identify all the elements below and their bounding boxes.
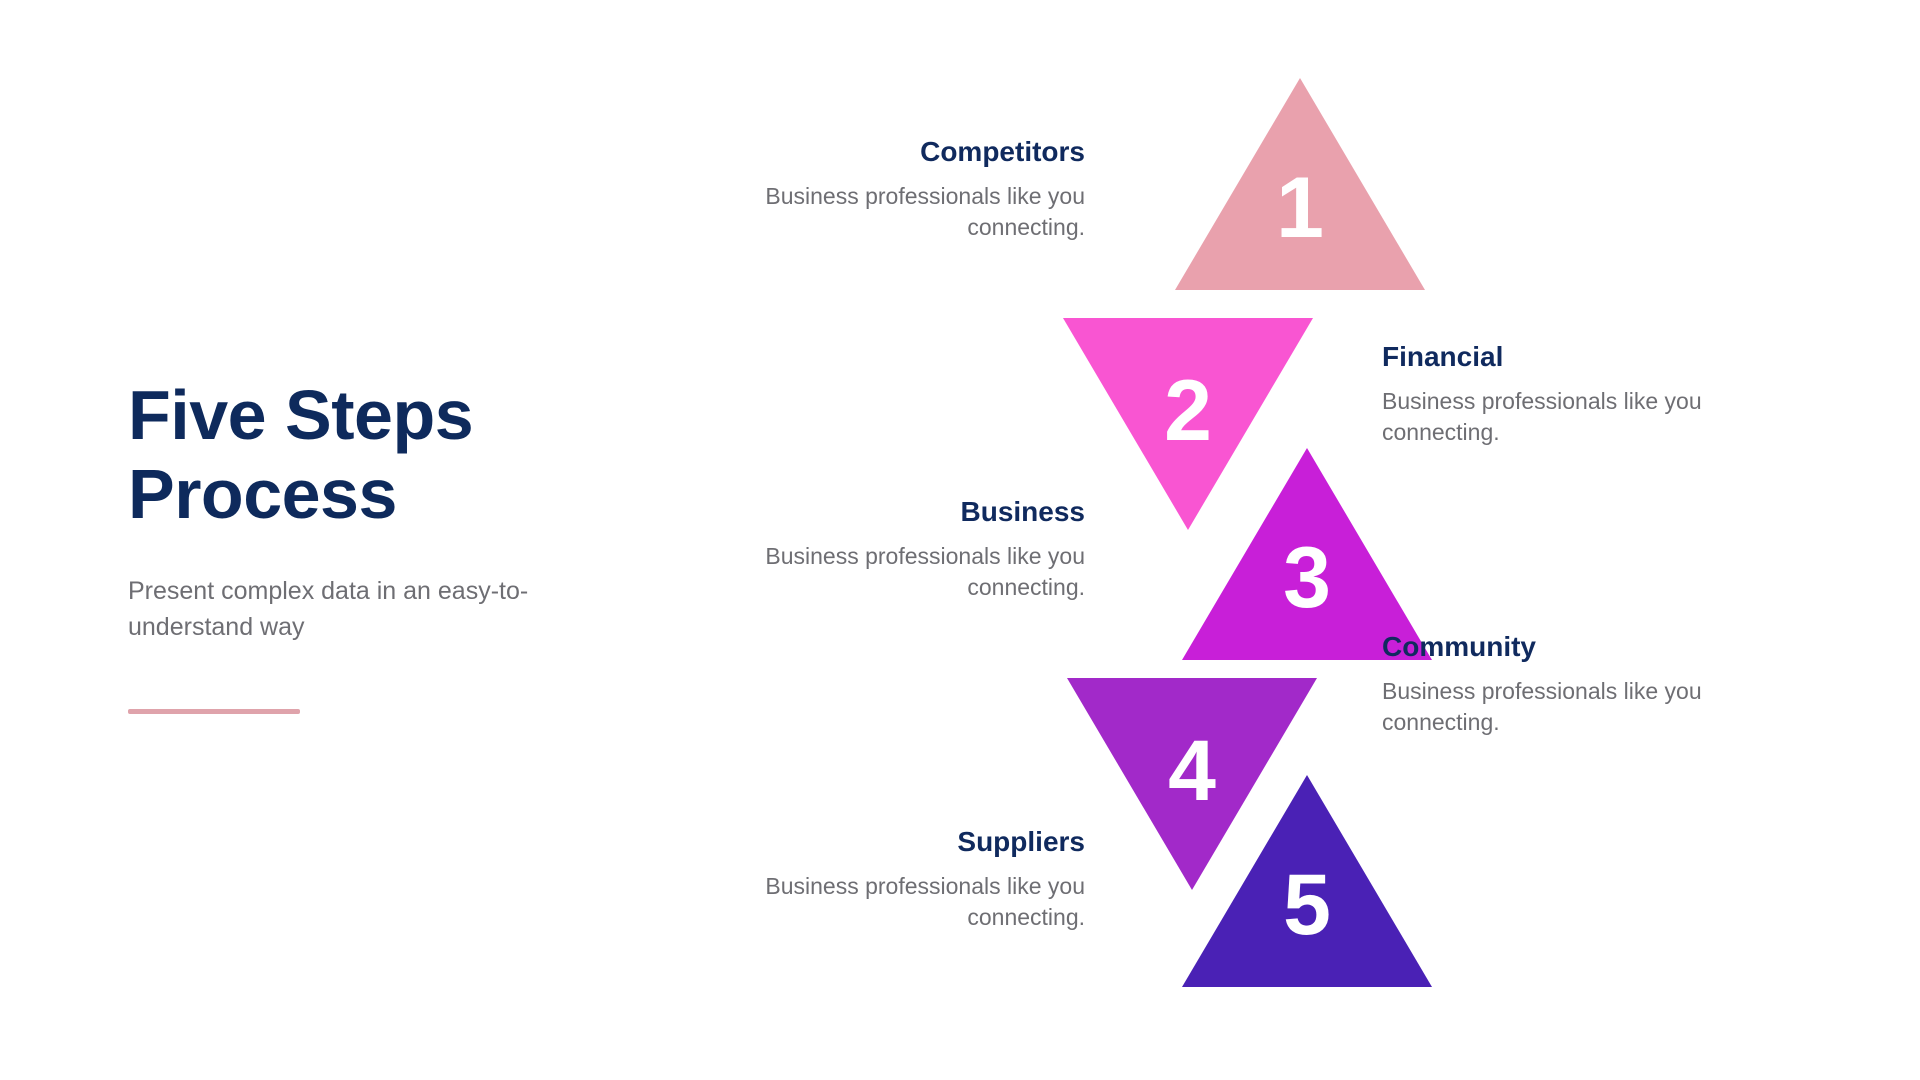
triangle-up-shape-5: [1182, 775, 1432, 987]
triangle-4-polygon: [1067, 678, 1317, 890]
triangle-1-number: 1: [1276, 160, 1324, 256]
triangle-up-shape-3: [1182, 448, 1432, 660]
step-5-description: Business professionals like you connecti…: [1382, 677, 1702, 736]
triangle-step-3[interactable]: [1182, 448, 1432, 660]
step-text-1: Competitors Business professionals like …: [740, 135, 1085, 244]
step-1-description: Business professionals like you connecti…: [765, 182, 1085, 241]
triangle-3-number: 3: [1283, 530, 1331, 626]
triangle-2-number: 2: [1164, 363, 1212, 459]
step-2-description: Business professionals like you connecti…: [1382, 387, 1702, 446]
step-4-description: Business professionals like you connecti…: [765, 872, 1085, 931]
triangle-1-polygon: [1175, 78, 1425, 290]
step-5-title: Community: [1382, 631, 1536, 662]
triangle-down-shape-2: [1063, 318, 1313, 530]
step-3-title: Business: [960, 496, 1086, 527]
accent-divider: [128, 709, 300, 714]
step-4-title: Suppliers: [957, 826, 1085, 857]
triangle-4-number: 4: [1168, 723, 1216, 819]
step-text-4: Suppliers Business professionals like yo…: [740, 825, 1085, 934]
step-1-title: Competitors: [920, 136, 1085, 167]
step-3-description: Business professionals like you connecti…: [765, 542, 1085, 601]
triangle-up-shape-1: [1175, 78, 1425, 290]
triangle-down-shape-4: [1067, 678, 1317, 890]
step-text-5: Community Business professionals like yo…: [1382, 630, 1727, 739]
triangle-5-polygon: [1182, 775, 1432, 987]
triangle-step-1[interactable]: [1175, 78, 1425, 290]
page-title: Five Steps Process: [128, 376, 474, 534]
step-text-2: Financial Business professionals like yo…: [1382, 340, 1727, 449]
intro-block: Five Steps Process Present complex data …: [128, 376, 608, 714]
step-2-title: Financial: [1382, 341, 1504, 372]
triangle-step-5[interactable]: [1182, 775, 1432, 987]
triangle-5-number: 5: [1283, 857, 1331, 953]
triangle-step-2[interactable]: [1063, 318, 1313, 530]
step-text-3: Business Business professionals like you…: [740, 495, 1085, 604]
triangle-step-4[interactable]: [1067, 678, 1317, 890]
intro-subtitle: Present complex data in an easy-to-under…: [128, 577, 529, 641]
triangle-3-polygon: [1182, 448, 1432, 660]
triangle-2-polygon: [1063, 318, 1313, 530]
